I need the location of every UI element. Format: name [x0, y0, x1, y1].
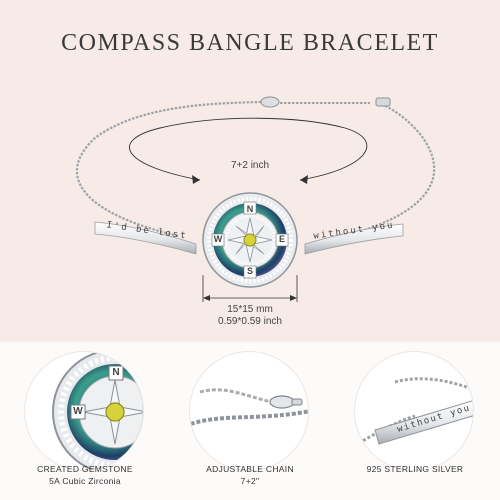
detail-letter-w: W — [73, 406, 83, 417]
detail-chain-image — [190, 352, 308, 470]
length-label: 7+2 inch — [230, 160, 270, 171]
chain-closeup — [190, 388, 308, 427]
compass-letter-e: E — [278, 234, 285, 244]
size-mm-label: 15*15 mm — [227, 304, 273, 315]
detail-chain: ADJUSTABLE CHAIN 7+2" — [170, 352, 330, 500]
detail-silver: without you 925 STERLING SILVER — [335, 352, 495, 500]
detail-chain-subtitle: 7+2" — [240, 476, 260, 486]
compass-letter-w: W — [213, 234, 223, 244]
lobster-clasp — [260, 96, 280, 108]
compass-pendant — [202, 192, 298, 288]
page-title: COMPASS BANGLE BRACELET — [61, 30, 439, 56]
compass-letter-n: N — [246, 204, 254, 214]
bracelet-illustration — [75, 96, 436, 302]
detail-silver-image: without you — [355, 352, 473, 470]
end-tab — [375, 97, 391, 107]
bracelet-hero: 7+2 inch 15*15 mm 0.59*0.59 inch I'd be … — [0, 60, 500, 350]
detail-gemstone: N W CREATED GEMSTONE 5A Cubic Zirconia — [5, 352, 165, 500]
gemstone-closeup — [52, 352, 143, 470]
compass-letter-s: S — [246, 266, 253, 276]
length-arrow — [129, 117, 368, 181]
detail-gemstone-title: CREATED GEMSTONE — [37, 464, 133, 474]
bar-right — [304, 223, 404, 255]
size-inch-label: 0.59*0.59 inch — [218, 316, 282, 327]
detail-silver-title: 925 STERLING SILVER — [366, 464, 464, 474]
bar-left — [94, 221, 197, 255]
detail-letter-n: N — [112, 367, 120, 378]
detail-chain-title: ADJUSTABLE CHAIN — [206, 464, 294, 474]
detail-gemstone-image: N W — [25, 352, 143, 470]
detail-gemstone-subtitle: 5A Cubic Zirconia — [49, 476, 121, 486]
chain-right — [344, 101, 436, 238]
chain-left — [75, 100, 263, 238]
